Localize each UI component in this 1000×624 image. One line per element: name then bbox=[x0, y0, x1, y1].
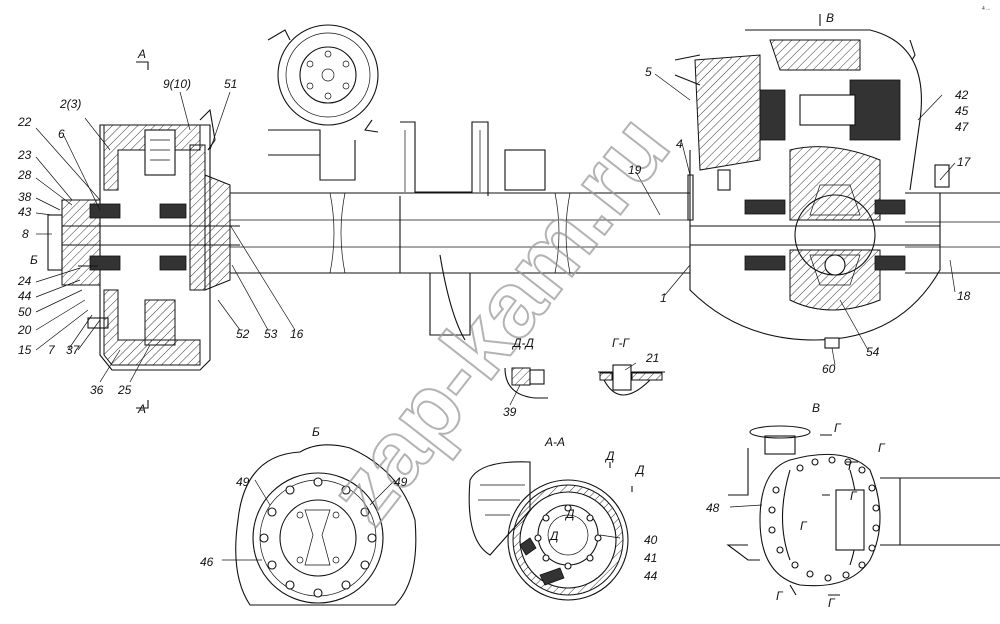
part-label: 41 bbox=[644, 551, 657, 565]
section-a-bottom-label: А bbox=[137, 402, 146, 416]
part-numbers: 22 2(3) 6 23 28 38 43 8 24 44 50 20 15 7… bbox=[17, 65, 972, 583]
section-g-mark-5: Г bbox=[800, 519, 808, 533]
part-label: 49 bbox=[394, 475, 408, 489]
part-label: 47 bbox=[955, 120, 970, 134]
part-label: 44 bbox=[18, 289, 32, 303]
part-label: 9(10) bbox=[163, 77, 191, 91]
section-a-top-label: А bbox=[137, 47, 146, 61]
spring-seat bbox=[399, 121, 546, 341]
part-label: 60 bbox=[822, 362, 836, 376]
part-label: 28 bbox=[17, 168, 32, 182]
part-label: 46 bbox=[200, 555, 214, 569]
section-d-mark-1: Д bbox=[604, 449, 615, 463]
part-label: 43 bbox=[18, 205, 32, 219]
section-d-mark-3: Д bbox=[564, 507, 575, 521]
part-label: 25 bbox=[117, 383, 132, 397]
section-g-mark-2: Г bbox=[878, 441, 886, 455]
part-label: 2(3) bbox=[59, 97, 81, 111]
part-label: 20 bbox=[17, 323, 32, 337]
part-label: 23 bbox=[17, 148, 32, 162]
section-g-mark-7: Г bbox=[828, 596, 836, 610]
view-b-arrow-label: Б bbox=[30, 253, 38, 267]
part-label: 21 bbox=[645, 351, 659, 365]
axle-beam bbox=[230, 192, 1000, 274]
view-v-housing bbox=[726, 425, 1000, 587]
leader-lines bbox=[35, 73, 956, 561]
part-label: 38 bbox=[18, 190, 32, 204]
section-dd-title: Д-Д bbox=[511, 336, 534, 350]
part-label: 52 bbox=[236, 327, 250, 341]
part-label: 42 bbox=[955, 88, 969, 102]
section-d-mark-4: Д bbox=[548, 529, 559, 543]
part-label: 16 bbox=[290, 327, 304, 341]
view-b-title: Б bbox=[312, 425, 320, 439]
wheel-hub-section bbox=[47, 108, 240, 371]
part-label: 18 bbox=[957, 289, 971, 303]
part-label: 17 bbox=[957, 155, 972, 169]
section-aa-brake bbox=[468, 461, 629, 601]
part-label: 45 bbox=[955, 104, 969, 118]
section-g-mark-6: Г bbox=[776, 589, 784, 603]
part-label: 36 bbox=[90, 383, 104, 397]
part-label: 44 bbox=[644, 569, 658, 583]
section-gg-title: Г-Г bbox=[612, 336, 631, 350]
section-g-mark-3: Г bbox=[848, 459, 856, 473]
part-label: 48 bbox=[706, 501, 720, 515]
section-d-mark-2: Д bbox=[634, 463, 645, 477]
section-g-mark-4: Г bbox=[850, 489, 858, 503]
part-label: 4 bbox=[676, 137, 683, 151]
final-drive-housing bbox=[674, 29, 950, 349]
part-label: 39 bbox=[503, 405, 517, 419]
part-label: 8 bbox=[22, 227, 29, 241]
part-label: 1 bbox=[660, 291, 667, 305]
part-label: 6 bbox=[58, 127, 65, 141]
section-gg-detail bbox=[598, 364, 665, 396]
part-label: 54 bbox=[866, 345, 880, 359]
part-label: 24 bbox=[17, 274, 32, 288]
part-label: 49 bbox=[236, 475, 250, 489]
part-label: 19 bbox=[628, 163, 642, 177]
part-label: 37 bbox=[66, 343, 81, 357]
part-label: 40 bbox=[644, 533, 658, 547]
view-b-flange bbox=[235, 444, 417, 606]
part-label: 51 bbox=[224, 77, 237, 91]
part-label: 5 bbox=[645, 65, 652, 79]
section-dd-detail bbox=[504, 367, 548, 399]
corner-mark: 4 ... bbox=[982, 6, 990, 12]
section-g-mark-1: Г bbox=[834, 421, 842, 435]
part-label: 53 bbox=[264, 327, 278, 341]
part-label: 7 bbox=[48, 343, 56, 357]
brake-chamber bbox=[267, 24, 379, 181]
part-label: 22 bbox=[17, 115, 32, 129]
view-v-title: В bbox=[812, 401, 820, 415]
section-titles: А А Б В Б В А-А Д-Д Г-Г Д Д Д Д Г Г Г Г … bbox=[30, 6, 990, 610]
section-markers bbox=[78, 14, 858, 596]
section-aa-title: А-А bbox=[544, 435, 565, 449]
view-v-arrow-label: В bbox=[826, 11, 834, 25]
part-label: 15 bbox=[18, 343, 32, 357]
part-label: 50 bbox=[18, 305, 32, 319]
